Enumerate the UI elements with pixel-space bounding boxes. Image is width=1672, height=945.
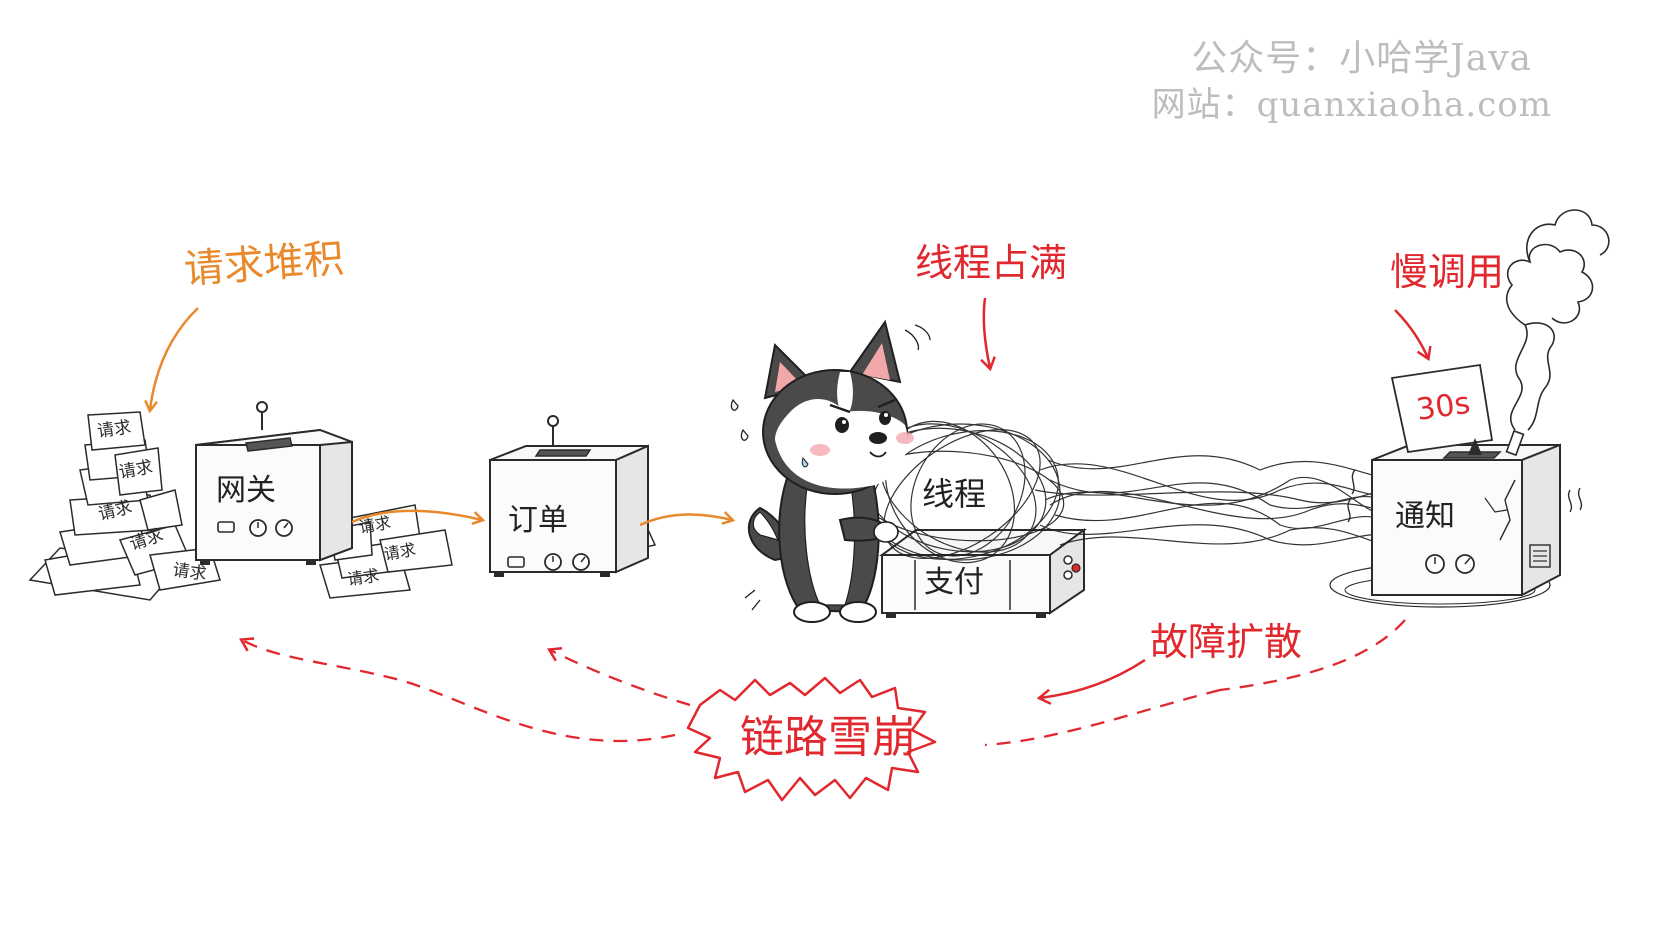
threads-full-arrow: [984, 297, 990, 368]
cascade-burst-icon: [686, 676, 937, 802]
watermark-account: 公众号：小哈学Java: [1191, 38, 1532, 79]
threads-label: 线程: [922, 475, 986, 513]
slow-call-arrow: [1394, 309, 1428, 358]
request-papers-pile-middle: [319, 504, 453, 599]
request-pileup-arrow: [150, 307, 199, 410]
smoke-cloud-icon: [1506, 209, 1610, 431]
payment-label: 支付: [924, 565, 984, 600]
order-label: 订单: [508, 503, 568, 538]
watermark: 公众号：小哈学Java 网站：quanxiaoha.com: [1152, 36, 1551, 128]
watermark-website: 网站：quanxiaoha.com: [1151, 85, 1552, 125]
notification-label: 通知: [1395, 499, 1455, 534]
husky-dog-icon: [730, 319, 931, 623]
gateway-server: [195, 401, 353, 565]
order-server: [489, 415, 649, 577]
threads-full-label: 线程占满: [915, 241, 1067, 285]
slow-call-label: 慢调用: [1390, 250, 1504, 294]
notification-server: [1329, 363, 1583, 608]
paper-label: 请求: [346, 566, 380, 589]
request-pileup-label: 请求堆积: [182, 236, 345, 293]
paper-label: 请求: [96, 417, 132, 442]
cascade-label: 链路雪崩: [740, 712, 916, 763]
cascade-arrow-from-right: [984, 688, 1221, 747]
fault-spread-label: 故障扩散: [1150, 620, 1302, 664]
timeout-label: 30s: [1414, 386, 1472, 428]
cascade-arrow-to-gateway: [242, 640, 676, 743]
gateway-label: 网关: [216, 473, 276, 508]
flow-arrow-order-payment: [639, 515, 732, 527]
flow-arrow-gateway-order: [351, 509, 482, 522]
fault-spread-arrow: [1040, 619, 1406, 698]
cascade-arrow-to-order: [550, 650, 691, 707]
